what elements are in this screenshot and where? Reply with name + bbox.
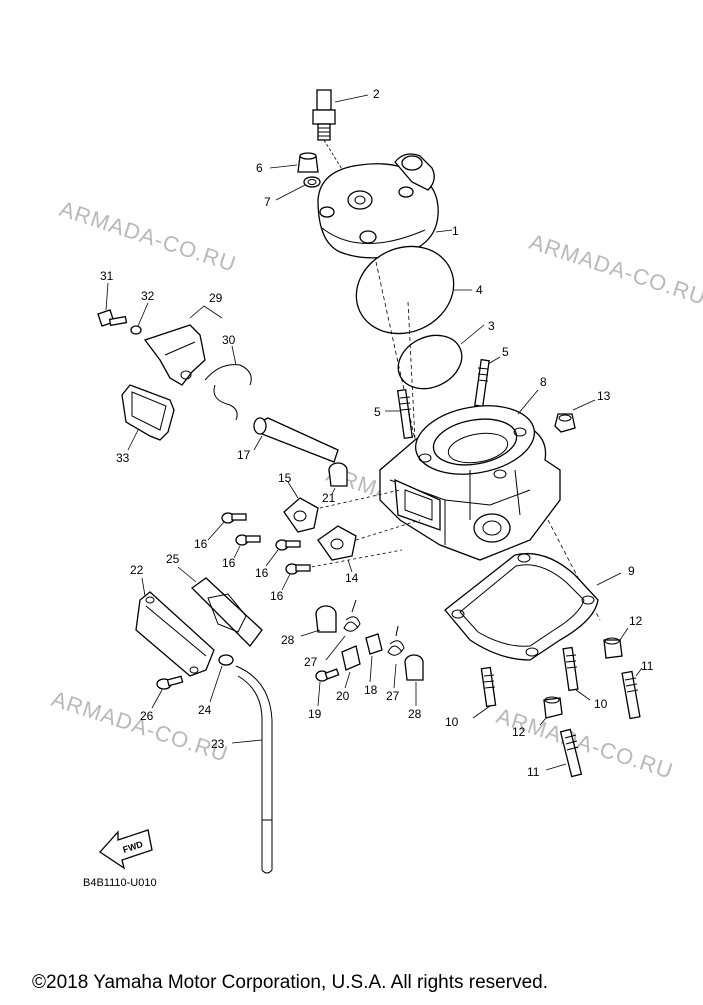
callout-label: 3 — [488, 319, 495, 333]
callout-label: 23 — [211, 737, 225, 751]
callout-label: 22 — [130, 563, 144, 577]
stud-bolt-11 — [621, 670, 641, 720]
callout-label: 9 — [628, 564, 635, 578]
callout-label: 1 — [452, 224, 459, 238]
stud-bolt-10 — [480, 666, 497, 708]
cylinder-head — [317, 153, 439, 259]
callout-label: 11 — [641, 659, 654, 673]
hose-23 — [235, 665, 273, 874]
spring-27 — [343, 599, 361, 632]
callout-label: 7 — [264, 195, 271, 209]
fwd-arrow-icon: FWD — [99, 829, 153, 870]
screw-16 — [235, 534, 261, 546]
callout-label: 12 — [629, 614, 643, 628]
nut-12 — [543, 696, 563, 719]
collar-28 — [404, 654, 424, 681]
diagram-code: B4B1110-U010 — [83, 877, 157, 889]
bracket-29 — [143, 324, 206, 386]
callout-label: 19 — [308, 707, 322, 721]
callout-label: 27 — [386, 689, 400, 703]
gasket-25 — [190, 577, 263, 647]
callout-label: 33 — [116, 451, 130, 465]
nut-13 — [554, 413, 576, 433]
clip-33 — [121, 384, 175, 441]
callout-label: 14 — [345, 571, 359, 585]
bolt-31 — [97, 309, 128, 327]
callout-label: 16 — [194, 537, 208, 551]
o-ring-3 — [397, 334, 463, 390]
callout-label: 6 — [256, 161, 263, 175]
spring-30 — [204, 364, 252, 421]
callout-label: 11 — [527, 765, 540, 779]
callout-label: 16 — [270, 589, 284, 603]
callout-layer: 1 2 3 4 5 5 6 7 8 9 10 10 11 11 12 12 13… — [100, 87, 654, 779]
callout-label: 30 — [222, 333, 236, 347]
callout-label: 15 — [278, 471, 292, 485]
stud-bolt-5 — [396, 388, 414, 440]
callout-label: 32 — [141, 289, 155, 303]
copyright-notice: ©2018 Yamaha Motor Corporation, U.S.A. A… — [32, 972, 548, 993]
callout-label: 24 — [198, 703, 212, 717]
callout-label: 27 — [304, 655, 318, 669]
watermark: ARMADA-CO.RU — [526, 229, 703, 310]
callout-label: 4 — [476, 283, 483, 297]
nut-12 — [603, 637, 623, 659]
spring-27 — [387, 625, 405, 656]
collar-21 — [328, 462, 348, 487]
lever-18 — [365, 633, 383, 655]
watermark: ARMADA-CO.RU — [48, 686, 231, 767]
shaft-17 — [253, 417, 339, 463]
callout-label: 10 — [594, 697, 608, 711]
callout-label: 17 — [237, 448, 251, 462]
nut-6 — [297, 152, 319, 173]
spark-plug — [312, 89, 336, 141]
callout-label: 18 — [364, 683, 378, 697]
watermark: ARMADA-CO.RU — [56, 196, 239, 277]
cover-22 — [135, 591, 215, 677]
watermark: ARMADA-CO.RU — [493, 703, 676, 784]
callout-label: 13 — [597, 389, 611, 403]
stud-bolt-5 — [474, 358, 490, 408]
callout-label: 25 — [166, 552, 180, 566]
callout-label: 21 — [322, 491, 336, 505]
cylinder — [379, 405, 561, 561]
plate-20 — [341, 645, 361, 671]
callout-label: 5 — [502, 345, 509, 359]
callout-label: 20 — [336, 689, 350, 703]
callout-label: 28 — [281, 633, 295, 647]
callout-label: 16 — [255, 566, 269, 580]
washer-7 — [303, 176, 321, 188]
callout-label: 12 — [512, 725, 526, 739]
washer-32 — [130, 325, 142, 335]
callout-label: 28 — [408, 707, 422, 721]
clamp-24 — [218, 654, 234, 666]
base-gasket — [444, 552, 599, 661]
screw-16 — [285, 563, 311, 575]
callout-label: 10 — [445, 715, 459, 729]
bolt-26 — [156, 675, 184, 690]
stud-bolt-11 — [559, 728, 583, 778]
callout-label: 5 — [374, 405, 381, 419]
callout-label: 31 — [100, 269, 114, 283]
bolt-19 — [315, 668, 340, 682]
collar-28 — [315, 605, 337, 633]
o-ring-4 — [355, 245, 455, 335]
callout-label: 16 — [222, 556, 236, 570]
stud-bolt-10 — [562, 646, 579, 692]
valve-holder-14 — [317, 525, 357, 561]
callout-label: 26 — [140, 709, 154, 723]
valve-holder-15 — [283, 497, 319, 533]
screw-16 — [275, 539, 301, 551]
callout-label: 2 — [373, 87, 380, 101]
screw-16 — [221, 512, 247, 524]
callout-label: 8 — [540, 375, 547, 389]
callout-label: 29 — [209, 291, 223, 305]
